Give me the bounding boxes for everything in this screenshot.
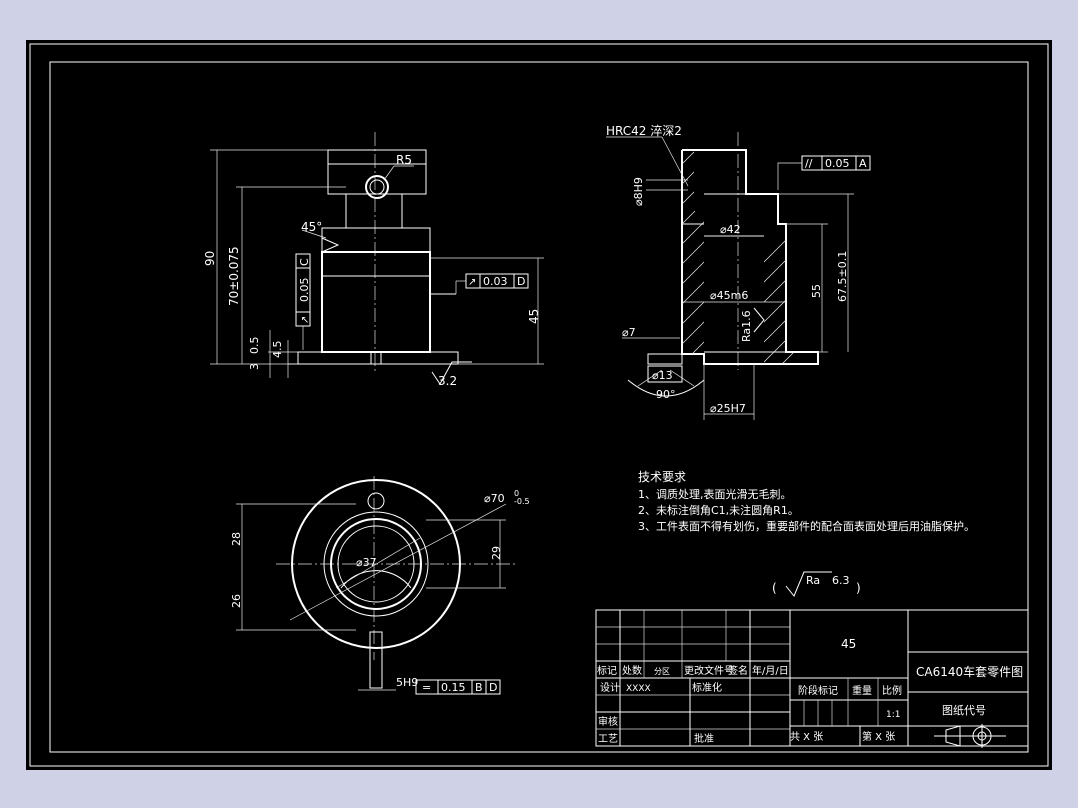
drawing-svg: R5 45° 90 bbox=[29, 43, 1049, 767]
front-tol-left-value: 0.05 bbox=[298, 278, 311, 303]
top-h26-label: 26 bbox=[230, 594, 243, 608]
tb-process-label: 工艺 bbox=[598, 733, 618, 745]
tb-std-label: 标准化 bbox=[692, 681, 722, 694]
tb-h-count: 处数 bbox=[622, 664, 642, 677]
roughness-note-value: 6.3 bbox=[832, 574, 850, 587]
tb-h-doc: 更改文件号 bbox=[684, 664, 734, 677]
front-small-dim-3: 4.5 bbox=[271, 341, 284, 359]
section-bore-h9-label: ⌀8H9 bbox=[632, 177, 645, 206]
top-d70-tol-up: 0 bbox=[514, 489, 519, 498]
front-tol-right-value: 0.03 bbox=[483, 275, 508, 288]
outer-border bbox=[29, 43, 1049, 767]
tb-drawing-code-label: 图纸代号 bbox=[942, 704, 986, 717]
tb-scale-value: 1:1 bbox=[886, 710, 900, 720]
top-tol-symbol: = bbox=[422, 681, 431, 694]
roughness-note-close: ) bbox=[856, 581, 861, 595]
section-d42-label: ⌀42 bbox=[720, 223, 741, 236]
top-h28-label: 28 bbox=[230, 532, 243, 546]
top-tol-datum1: B bbox=[475, 681, 483, 694]
roughness-note-paren: ( bbox=[772, 581, 777, 595]
top-tol-datum2: D bbox=[489, 681, 497, 694]
front-small-dim-2: 0.5 bbox=[248, 337, 261, 355]
section-hardness-label: HRC42 淬深2 bbox=[606, 123, 682, 138]
tb-stage-label: 阶段标记 bbox=[798, 684, 838, 697]
section-parallel-datum: A bbox=[859, 157, 867, 170]
front-radius-label: R5 bbox=[396, 153, 412, 167]
tech-title: 技术要求 bbox=[638, 470, 686, 484]
tb-h-mark: 标记 bbox=[597, 665, 617, 677]
front-roughness-label: 3.2 bbox=[438, 374, 457, 388]
front-small-dim-1: 3 bbox=[248, 363, 261, 370]
top-view: 5H9 ⌀70 0 -0.5 ⌀37 28 26 29 bbox=[230, 476, 530, 695]
section-view: HRC42 淬深2 ⌀8H9 // 0.05 A ⌀42 ⌀45m6 bbox=[606, 123, 871, 420]
top-d70-tol-dn: -0.5 bbox=[514, 497, 530, 506]
tb-designer-value: XXXX bbox=[626, 684, 651, 694]
roughness-note-ra: Ra bbox=[806, 574, 820, 587]
drawing-canvas[interactable]: R5 45° 90 bbox=[26, 40, 1052, 770]
section-parallel-symbol: // bbox=[805, 157, 813, 170]
tb-h-date: 年/月/日 bbox=[752, 664, 789, 677]
tb-sheets-total: 共 X 张 bbox=[790, 731, 823, 743]
front-height-tol-label: 70±0.075 bbox=[227, 246, 241, 306]
top-h29-label: 29 bbox=[490, 546, 503, 560]
front-tol-right-symbol: ↗ bbox=[468, 277, 476, 288]
section-angle-label: 90° bbox=[656, 388, 676, 401]
tech-item-2: 2、未标注倒角C1,未注圆角R1。 bbox=[638, 503, 799, 517]
section-d25-label: ⌀25H7 bbox=[710, 402, 746, 415]
tb-designer-label: 设计 bbox=[600, 681, 620, 694]
front-chamfer-angle-label: 45° bbox=[301, 220, 322, 234]
technical-requirements: 技术要求 1、调质处理,表面光滑无毛刺。 2、未标注倒角C1,未注圆角R1。 3… bbox=[638, 470, 975, 597]
front-tol-left-symbol: ↗ bbox=[300, 316, 311, 324]
tb-drawing-title: CA6140车套零件图 bbox=[916, 664, 1023, 679]
top-slot-label: 5H9 bbox=[396, 676, 418, 689]
section-d13-label: ⌀13 bbox=[652, 369, 673, 382]
inner-frame bbox=[49, 61, 1029, 753]
tb-h-zone: 分区 bbox=[654, 667, 670, 676]
section-d45-label: ⌀45m6 bbox=[710, 289, 748, 302]
section-h55-label: 55 bbox=[810, 284, 823, 298]
tb-approve-label: 批准 bbox=[694, 732, 714, 745]
section-ra-label: Ra1.6 bbox=[740, 310, 753, 342]
top-tol-value: 0.15 bbox=[441, 681, 466, 694]
tech-item-1: 1、调质处理,表面光滑无毛刺。 bbox=[638, 487, 792, 501]
tb-h-sign: 签名 bbox=[728, 664, 748, 677]
projection-symbol-icon bbox=[934, 724, 1006, 748]
front-total-height-label: 90 bbox=[203, 251, 217, 266]
front-tol-right-datum: D bbox=[517, 275, 525, 288]
tb-review-label: 审核 bbox=[598, 715, 618, 728]
top-d37-label: ⌀37 bbox=[356, 556, 377, 569]
title-block: 45 CA6140车套零件图 图纸代号 标记 处数 分区 更改文件号 签名 年/… bbox=[595, 609, 1029, 748]
section-h67-label: 67.5±0.1 bbox=[836, 251, 849, 302]
front-lower-height-label: 45 bbox=[527, 309, 541, 324]
tech-item-3: 3、工件表面不得有划伤，重要部件的配合面表面处理后用油脂保护。 bbox=[638, 519, 975, 533]
section-parallel-value: 0.05 bbox=[825, 157, 850, 170]
top-d70-label: ⌀70 bbox=[484, 492, 505, 505]
tb-weight-label: 重量 bbox=[852, 684, 872, 697]
section-d7-label: ⌀7 bbox=[622, 326, 636, 339]
front-view: R5 45° 90 bbox=[203, 132, 544, 388]
tb-sheet-no: 第 X 张 bbox=[862, 730, 895, 743]
tb-material: 45 bbox=[841, 637, 856, 651]
tb-scale-label: 比例 bbox=[882, 684, 902, 697]
front-tol-left-datum: C bbox=[298, 258, 311, 266]
